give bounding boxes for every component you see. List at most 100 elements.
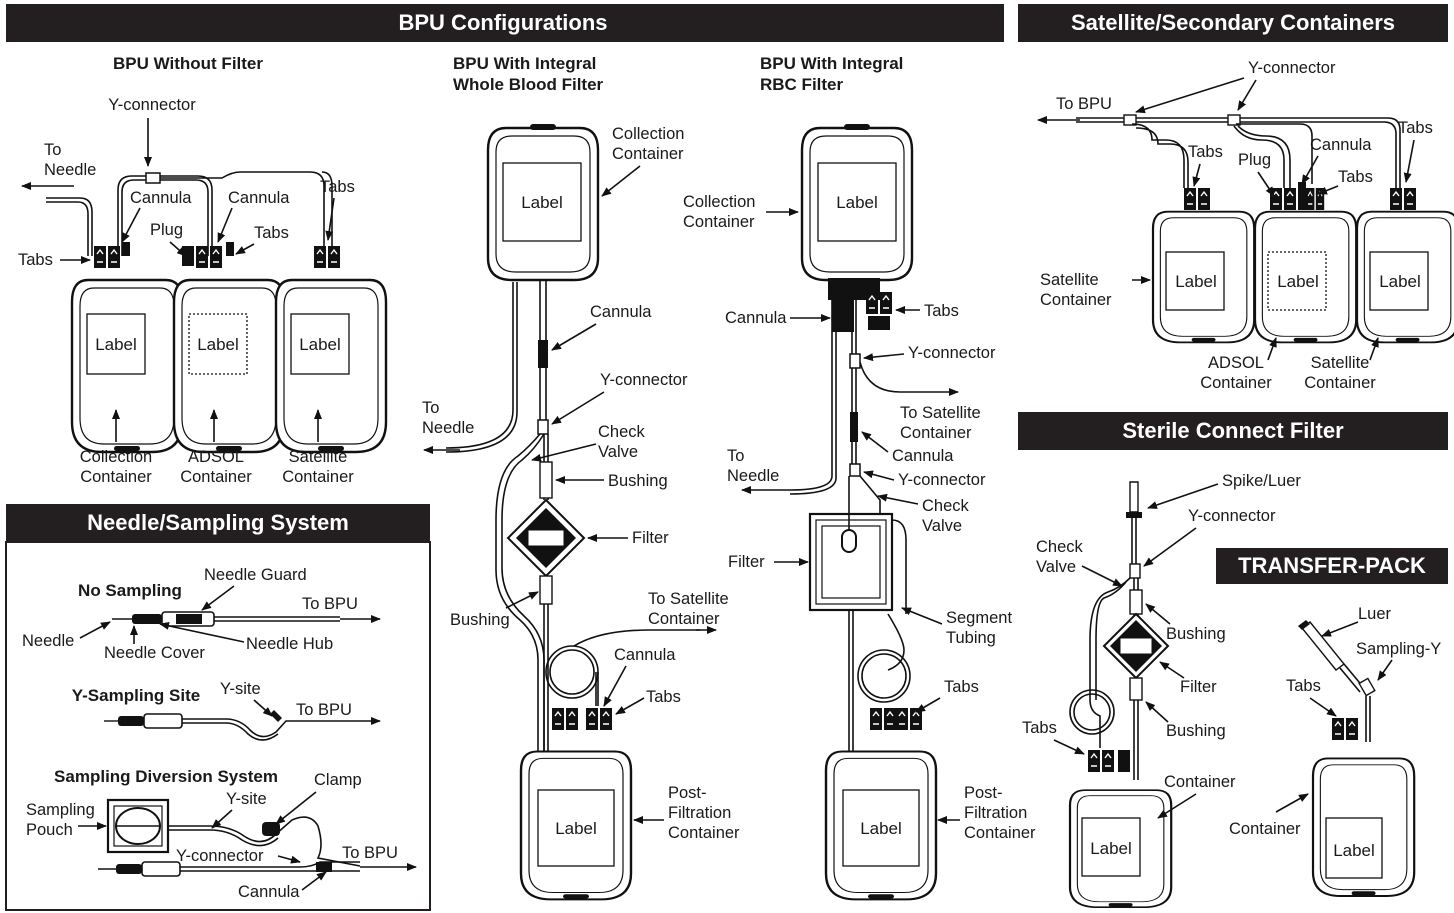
collection-label-1: Collection [80, 448, 152, 466]
to-bpu-label-1: To BPU [302, 595, 358, 613]
wb-post-label-2: Filtration [668, 804, 731, 822]
sterile-diagram [1068, 481, 1173, 909]
rbc-tabs2-label: Tabs [944, 678, 979, 696]
collection-label-2: Container [80, 468, 152, 486]
adsol-label-1: ADSOL [188, 448, 244, 466]
transfer-header-text: TRANSFER-PACK [1238, 553, 1426, 578]
diversion-diagram [98, 798, 361, 877]
sat-satellite-label-2: Container [1304, 374, 1376, 392]
tabs-label-mid: Tabs [254, 224, 289, 242]
sterile-check-valve-label-1: Check [1036, 538, 1084, 556]
wb-filter-label: Filter [632, 529, 669, 547]
wb-check-valve-label-1: Check [598, 423, 646, 441]
sterile-header: Sterile Connect Filter [1018, 412, 1448, 450]
sterile-bag-label: Label [1090, 839, 1132, 858]
rbc-cannula2-label: Cannula [892, 447, 954, 465]
satellite-header: Satellite/Secondary Containers [1018, 4, 1448, 42]
needle-cover-label: Needle Cover [104, 644, 205, 662]
wb-to-needle-label-1: To [422, 399, 439, 417]
luer-label: Luer [1358, 605, 1392, 623]
to-needle-label-2: Needle [44, 161, 96, 179]
wb-collection-bag-label: Label [521, 193, 563, 212]
rbc-diagram [760, 124, 940, 901]
transfer-header: TRANSFER-PACK [1216, 548, 1448, 584]
rbc-title-2: RBC Filter [760, 75, 844, 94]
wb-post-label-3: Container [668, 824, 740, 842]
bag-label-3: Label [299, 335, 341, 354]
sat-bag-label-3: Label [1379, 272, 1421, 291]
wb-y-connector-label: Y-connector [600, 371, 688, 389]
rbc-check-valve-label-1: Check [922, 497, 970, 515]
cannula-label-2: Cannula [228, 189, 290, 207]
rbc-collection-bag-label: Label [836, 193, 878, 212]
whole-blood-diagram [445, 124, 700, 901]
rbc-post-label-2: Filtration [964, 804, 1027, 822]
needle-guard-label: Needle Guard [204, 566, 307, 584]
rbc-to-satellite-label-2: Container [900, 424, 972, 442]
whole-blood-title-1: BPU With Integral [453, 54, 596, 73]
no-sampling-diagram [112, 611, 340, 627]
rbc-segment-label-2: Tubing [946, 629, 996, 647]
sterile-tabs-label: Tabs [1022, 719, 1057, 737]
wb-bushing-label: Bushing [608, 472, 668, 490]
rbc-to-satellite-label-1: To Satellite [900, 404, 981, 422]
needle-hub-label: Needle Hub [246, 635, 333, 653]
sterile-check-valve-label-2: Valve [1036, 558, 1076, 576]
whole-blood-title-2: Whole Blood Filter [453, 75, 604, 94]
spike-label: Spike/Luer [1222, 472, 1301, 490]
sat-left-label-2: Container [1040, 291, 1112, 309]
wb-cannula2-label: Cannula [614, 646, 676, 664]
sat-tabs2-label: Tabs [1338, 168, 1373, 186]
diversion-y-connector-label: Y-connector [176, 847, 264, 865]
y-site-label: Y-site [220, 680, 261, 698]
sat-tabs1-label: Tabs [1188, 143, 1223, 161]
sterile-container-label: Container [1164, 773, 1236, 791]
satellite-label-1: Satellite [289, 448, 348, 466]
rbc-y-connector-label: Y-connector [908, 344, 996, 362]
sat-tabs3-label: Tabs [1398, 119, 1433, 137]
bpu-header: BPU Configurations [6, 4, 1004, 42]
bpu-header-text: BPU Configurations [399, 10, 608, 35]
satellite-label-2: Container [282, 468, 354, 486]
transfer-bag-label: Label [1333, 841, 1375, 860]
needle-header: Needle/Sampling System [6, 504, 430, 542]
wb-to-needle-label-2: Needle [422, 419, 474, 437]
tabs-label-right: Tabs [320, 178, 355, 196]
sterile-bushing-label: Bushing [1166, 625, 1226, 643]
sampling-y-label: Sampling-Y [1356, 640, 1441, 658]
rbc-post-label-1: Post- [964, 784, 1003, 802]
cannula-label-1: Cannula [130, 189, 192, 207]
tabs-label-left: Tabs [18, 251, 53, 269]
sat-adsol-label-2: Container [1200, 374, 1272, 392]
wb-tabs-label: Tabs [646, 688, 681, 706]
sat-adsol-label-1: ADSOL [1208, 354, 1264, 372]
transfer-tabs-label: Tabs [1286, 677, 1321, 695]
rbc-y-connector2-label: Y-connector [898, 471, 986, 489]
diversion-cannula-label: Cannula [238, 883, 300, 901]
sampling-pouch-label-1: Sampling [26, 801, 95, 819]
sterile-bushing2-label: Bushing [1166, 722, 1226, 740]
sat-bag-label-1: Label [1175, 272, 1217, 291]
rbc-to-needle-label-2: Needle [727, 467, 779, 485]
sat-plug-label: Plug [1238, 151, 1271, 169]
rbc-tabs-label: Tabs [924, 302, 959, 320]
sat-satellite-label-1: Satellite [1311, 354, 1370, 372]
adsol-label-2: Container [180, 468, 252, 486]
sterile-header-text: Sterile Connect Filter [1122, 418, 1344, 443]
wb-collection-label-1: Collection [612, 125, 684, 143]
transfer-diagram [1298, 620, 1416, 898]
rbc-check-valve-label-2: Valve [922, 517, 962, 535]
sterile-filter-label: Filter [1180, 678, 1217, 696]
rbc-filter-label: Filter [728, 553, 765, 571]
sat-y-connector-label: Y-connector [1248, 59, 1336, 77]
sat-bag-label-2: Label [1277, 272, 1319, 291]
to-needle-label-1: To [44, 141, 61, 159]
satellite-diagram [1076, 114, 1454, 344]
wb-cannula-label: Cannula [590, 303, 652, 321]
rbc-segment-label-1: Segment [946, 609, 1012, 627]
wb-to-satellite-label-2: Container [648, 610, 720, 628]
bag-label-1: Label [95, 335, 137, 354]
satellite-header-text: Satellite/Secondary Containers [1071, 10, 1395, 35]
to-bpu-label-2: To BPU [296, 701, 352, 719]
